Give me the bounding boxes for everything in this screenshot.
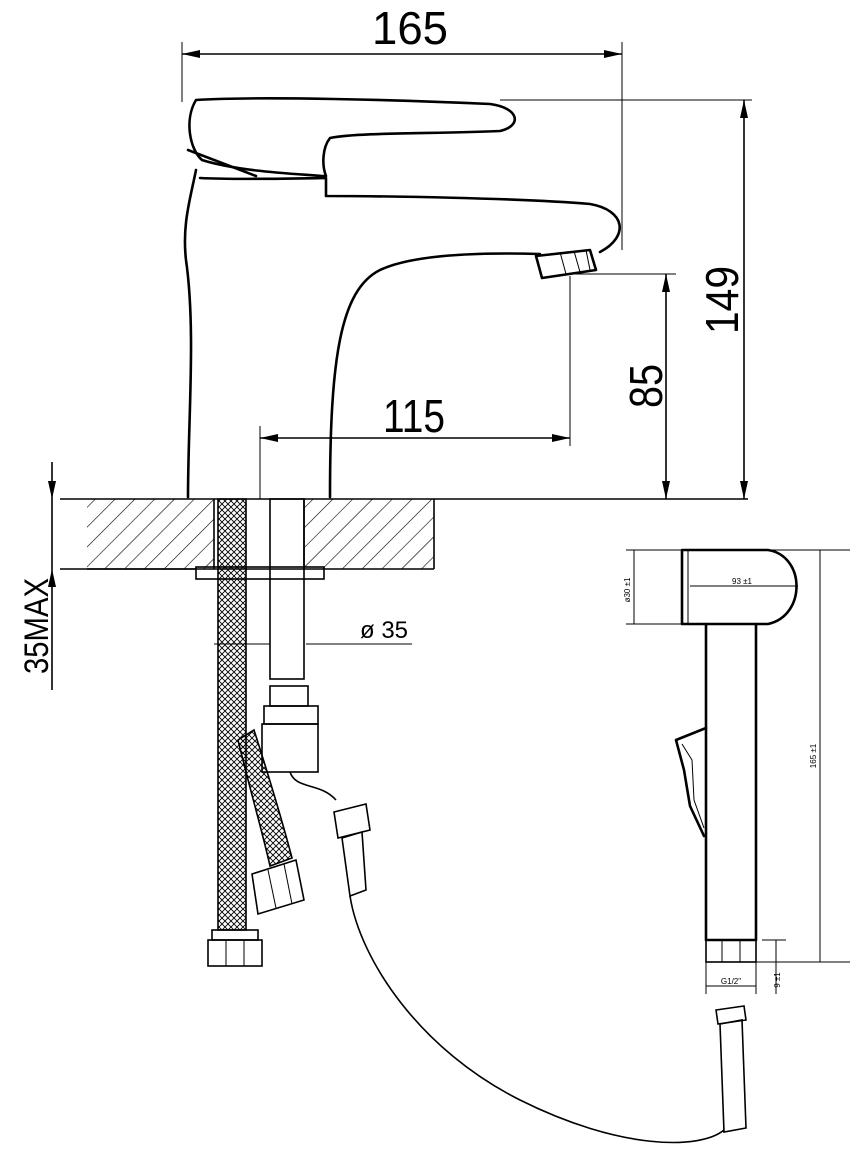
dimension-total-height-label: 149: [696, 266, 748, 334]
hand-shower: ø30 ±1 93 ±1 165 ±1 G1/2" 9 ±1: [623, 548, 850, 994]
dimension-spout-height: 85: [570, 273, 676, 499]
total-length-label: 165 ±1: [809, 743, 818, 768]
head-diameter-label: ø30 ±1: [623, 577, 632, 602]
head-length-label: 93 ±1: [732, 577, 753, 586]
dimension-reach: 115: [259, 276, 571, 499]
shower-hose: [289, 771, 747, 1144]
connector-thread-label: G1/2": [721, 977, 741, 986]
dimension-counter-max: 35MAX: [18, 462, 56, 690]
dimension-reach-label: 115: [383, 390, 445, 442]
braided-hose-left: [207, 498, 263, 967]
dimension-width: 165: [181, 2, 623, 250]
faucet-body: [183, 97, 621, 499]
hole-diameter-label: ø 35: [360, 617, 408, 644]
braided-hose-right: [237, 728, 305, 916]
connector-height-label: 9 ±1: [773, 972, 782, 988]
dimension-counter-max-label: 35MAX: [18, 578, 56, 674]
dimension-width-label: 165: [372, 2, 448, 54]
dimension-total-height: 149: [500, 99, 752, 499]
countertop-section: [60, 498, 748, 570]
dimension-spout-height-label: 85: [620, 364, 672, 408]
